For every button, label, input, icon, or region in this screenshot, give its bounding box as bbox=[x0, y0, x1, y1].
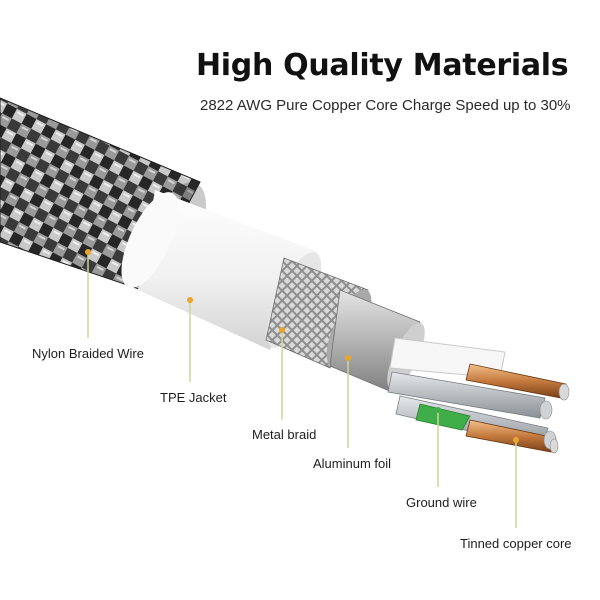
leader-dot-ground bbox=[435, 407, 441, 413]
page-subtitle: 2822 AWG Pure Copper Core Charge Speed u… bbox=[200, 97, 571, 114]
label-aluminum-foil: Aluminum foil bbox=[313, 456, 392, 471]
label-tinned-copper-core: Tinned copper core bbox=[460, 536, 572, 551]
leader-dot-nylon bbox=[85, 249, 91, 255]
leader-dot-foil bbox=[345, 355, 351, 361]
label-nylon-braided-wire: Nylon Braided Wire bbox=[32, 346, 144, 361]
page-title: High Quality Materials bbox=[196, 48, 569, 83]
leader-dot-tpe bbox=[187, 297, 193, 303]
label-ground-wire: Ground wire bbox=[406, 495, 477, 510]
label-metal-braid: Metal braid bbox=[252, 427, 317, 442]
label-tpe-jacket: TPE Jacket bbox=[160, 390, 227, 405]
leader-dot-tinned bbox=[513, 437, 519, 443]
leader-lines bbox=[85, 249, 519, 528]
leader-dot-braid bbox=[279, 327, 285, 333]
inner-conductors bbox=[387, 337, 570, 454]
